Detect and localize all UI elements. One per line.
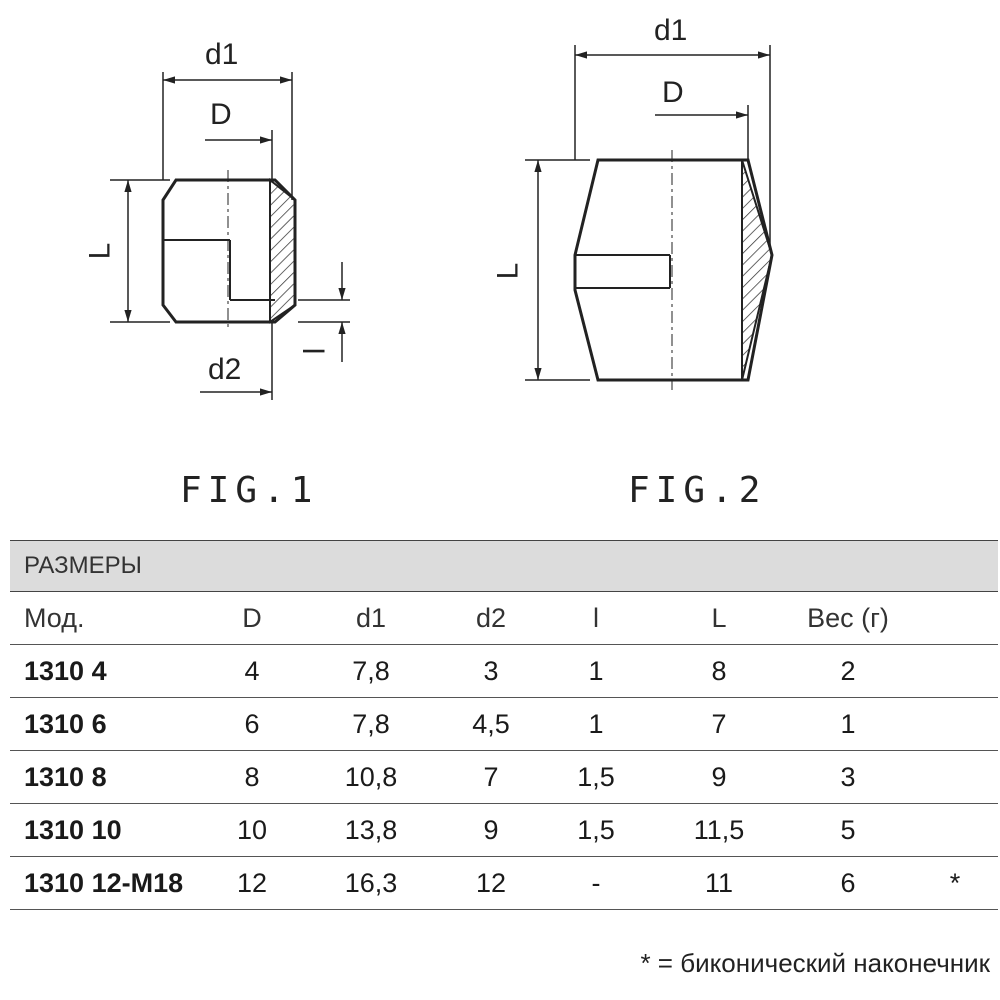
- fig1-l-label: l: [298, 347, 332, 355]
- fig2-dimensions: [525, 45, 771, 381]
- cell-note: [940, 645, 970, 697]
- cell-D: 10: [236, 814, 268, 845]
- cell-l: 1,5: [577, 761, 615, 792]
- fig2-drawing: [573, 150, 774, 390]
- header-d2: d2: [475, 602, 507, 633]
- cell-L: 9: [711, 761, 727, 792]
- cell-d2: 9: [483, 814, 499, 845]
- fig1-d2-label: d2: [208, 353, 242, 386]
- cell-mod: 1310 4: [24, 655, 107, 686]
- header-L: L: [711, 602, 727, 633]
- cell-w: 2: [840, 655, 856, 686]
- table-row: 1310 12-M18 12 16,3 12 - 11 6 *: [10, 857, 998, 910]
- fig1-drawing: [161, 170, 297, 330]
- header-d1: d1: [355, 602, 387, 633]
- header-weight: Вес (г): [807, 602, 889, 633]
- table-row: 1310 10 10 13,8 9 1,5 11,5 5: [10, 804, 998, 857]
- fig2-D-label: D: [662, 76, 684, 109]
- header-mod: Мод.: [24, 602, 85, 633]
- cell-w: 6: [840, 867, 856, 898]
- cell-w: 5: [840, 814, 856, 845]
- cell-L: 11,5: [693, 814, 745, 845]
- cell-l: 1: [588, 708, 604, 739]
- cell-L: 7: [711, 708, 727, 739]
- fig1-d1-label: d1: [205, 38, 239, 71]
- cell-note: [940, 751, 970, 803]
- cell-D: 6: [244, 708, 260, 739]
- cell-mod: 1310 10: [24, 814, 122, 845]
- fig1-L-label: L: [83, 242, 117, 260]
- cell-d2: 12: [475, 867, 507, 898]
- cell-note: *: [949, 867, 961, 898]
- cell-note: [940, 698, 970, 750]
- cell-d1: 16,3: [344, 867, 398, 898]
- table-row: 1310 6 6 7,8 4,5 1 7 1: [10, 698, 998, 751]
- cell-d1: 13,8: [344, 814, 398, 845]
- cell-d1: 7,8: [352, 655, 390, 686]
- cell-w: 1: [840, 708, 856, 739]
- footnote: * = биконический наконечник: [640, 948, 990, 978]
- fig2-d1-label: d1: [654, 14, 688, 47]
- cell-w: 3: [840, 761, 856, 792]
- cell-L: 8: [711, 655, 727, 686]
- table-title: РАЗМЕРЫ: [10, 540, 998, 592]
- cell-l: -: [591, 867, 601, 898]
- header-D: D: [242, 602, 262, 633]
- technical-drawings: [110, 45, 774, 400]
- fig2-L-label: L: [491, 262, 525, 280]
- cell-mod: 1310 12-M18: [24, 867, 184, 898]
- table-row: 1310 8 8 10,8 7 1,5 9 3: [10, 751, 998, 804]
- cell-d2: 3: [483, 655, 499, 686]
- table-header-row: Мод. D d1 d2 l L Вес (г): [10, 592, 998, 645]
- cell-d2: 4,5: [472, 708, 510, 739]
- cell-l: 1: [588, 655, 604, 686]
- fig1-D-label: D: [210, 98, 232, 131]
- cell-D: 4: [244, 655, 260, 686]
- cell-d1: 10,8: [344, 761, 398, 792]
- cell-d2: 7: [483, 761, 499, 792]
- cell-l: 1,5: [577, 814, 615, 845]
- cell-mod: 1310 6: [24, 708, 107, 739]
- header-l: l: [593, 602, 599, 633]
- cell-mod: 1310 8: [24, 761, 107, 792]
- fig1-caption: FIG.1: [180, 470, 319, 511]
- cell-D: 8: [244, 761, 260, 792]
- table-row: 1310 4 4 7,8 3 1 8 2: [10, 645, 998, 698]
- cell-d1: 7,8: [352, 708, 390, 739]
- cell-D: 12: [236, 867, 268, 898]
- fig2-caption: FIG.2: [628, 470, 767, 511]
- cell-note: [940, 804, 970, 856]
- fig1-dimensions: [110, 72, 350, 400]
- cell-L: 11: [704, 867, 734, 898]
